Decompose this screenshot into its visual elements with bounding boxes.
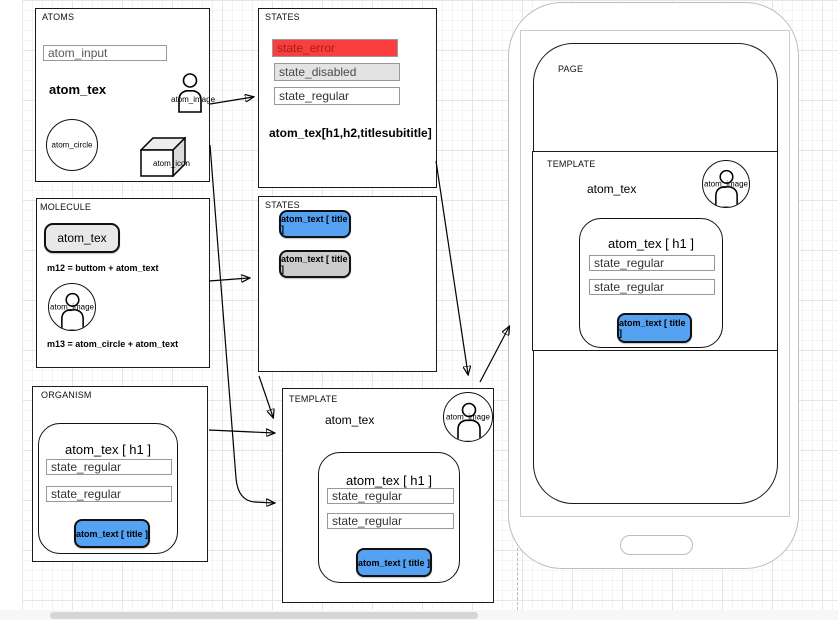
- atoms-box[interactable]: ATOMS atom_tex atom_image atom_circle at…: [35, 8, 215, 182]
- atom-circle-shape[interactable]: atom_circle: [46, 119, 98, 171]
- states-buttons-title: STATES: [265, 200, 300, 210]
- states-inputs-title: STATES: [265, 12, 300, 22]
- molecule-title: MOLECULE: [40, 202, 92, 212]
- molecule-avatar-circle[interactable]: atom_image: [48, 283, 96, 331]
- page-template-text-label: atom_tex: [587, 182, 637, 196]
- states-inputs-box[interactable]: STATES atom_tex[h1,h2,titlesubititle]: [258, 8, 437, 188]
- cube-icon[interactable]: [140, 137, 186, 177]
- horizontal-scrollbar-track[interactable]: [0, 610, 838, 620]
- organism-input-1[interactable]: [46, 459, 172, 475]
- state-primary-button[interactable]: atom_text [ title ]: [279, 210, 351, 238]
- page-template-avatar-circle[interactable]: atom_image: [702, 160, 750, 208]
- template-button[interactable]: atom_text [ title ]: [356, 548, 432, 577]
- states-buttons-box[interactable]: STATES atom_text [ title ] atom_text [ t…: [258, 196, 437, 372]
- organism-card[interactable]: atom_tex [ h1 ] atom_text [ title ]: [38, 423, 178, 554]
- states-caption: atom_tex[h1,h2,titlesubititle]: [269, 126, 432, 140]
- template-avatar-circle[interactable]: atom_image: [443, 392, 493, 442]
- page-template-title: TEMPLATE: [547, 159, 596, 169]
- molecule-box[interactable]: MOLECULE atom_tex m12 = buttom + atom_te…: [36, 198, 210, 368]
- template-title: TEMPLATE: [289, 394, 338, 404]
- atoms-box-title: ATOMS: [42, 12, 75, 22]
- organism-button[interactable]: atom_text [ title ]: [74, 519, 150, 548]
- page-template-card[interactable]: atom_tex [ h1 ] atom_text [ title ]: [579, 218, 723, 348]
- organism-heading: atom_tex [ h1 ]: [65, 442, 151, 457]
- phone-screen: [520, 30, 790, 517]
- template-input-1[interactable]: [327, 488, 454, 504]
- page-template-input-2[interactable]: [589, 279, 715, 295]
- atom-image-label: atom_image: [171, 95, 216, 104]
- organism-title: ORGANISM: [41, 390, 92, 400]
- molecule-button[interactable]: atom_tex: [44, 223, 120, 253]
- template-text-label: atom_tex: [325, 413, 375, 427]
- page-template-input-1[interactable]: [589, 255, 715, 271]
- page-template-box[interactable]: TEMPLATE atom_tex atom_image atom_tex [ …: [532, 151, 778, 351]
- template-image-label: atom_image: [445, 412, 491, 422]
- molecule-image-label: atom_image: [49, 302, 95, 312]
- template-heading: atom_tex [ h1 ]: [346, 473, 432, 488]
- horizontal-scrollbar-thumb[interactable]: [50, 612, 478, 619]
- page-title: PAGE: [558, 64, 584, 74]
- template-input-2[interactable]: [327, 513, 454, 529]
- page-template-heading: atom_tex [ h1 ]: [608, 236, 694, 251]
- atom-icon-label: atom_icon: [153, 159, 190, 168]
- template-box[interactable]: TEMPLATE atom_tex atom_image atom_tex [ …: [282, 388, 494, 603]
- page-template-image-label: atom_image: [703, 179, 749, 189]
- page-template-button[interactable]: atom_text [ title ]: [617, 313, 692, 343]
- phone-home-button[interactable]: [620, 535, 693, 555]
- state-disabled-button[interactable]: atom_text [ title ]: [279, 250, 351, 278]
- atom-text-label: atom_tex: [49, 82, 107, 97]
- organism-input-2[interactable]: [46, 486, 172, 502]
- state-regular-field[interactable]: [274, 87, 400, 105]
- state-disabled-field[interactable]: [274, 63, 400, 81]
- atom-circle-label: atom_circle: [51, 140, 93, 150]
- user-icon[interactable]: [175, 71, 205, 113]
- organism-box[interactable]: ORGANISM atom_tex [ h1 ] atom_text [ tit…: [32, 386, 208, 562]
- atom-input-field[interactable]: [43, 45, 167, 61]
- molecule-m13-note: m13 = atom_circle + atom_text: [47, 339, 179, 349]
- state-error-field[interactable]: [272, 39, 398, 57]
- template-card[interactable]: atom_tex [ h1 ] atom_text [ title ]: [318, 452, 460, 583]
- molecule-m12-note: m12 = buttom + atom_text: [47, 263, 159, 273]
- page-break-line: [517, 538, 518, 610]
